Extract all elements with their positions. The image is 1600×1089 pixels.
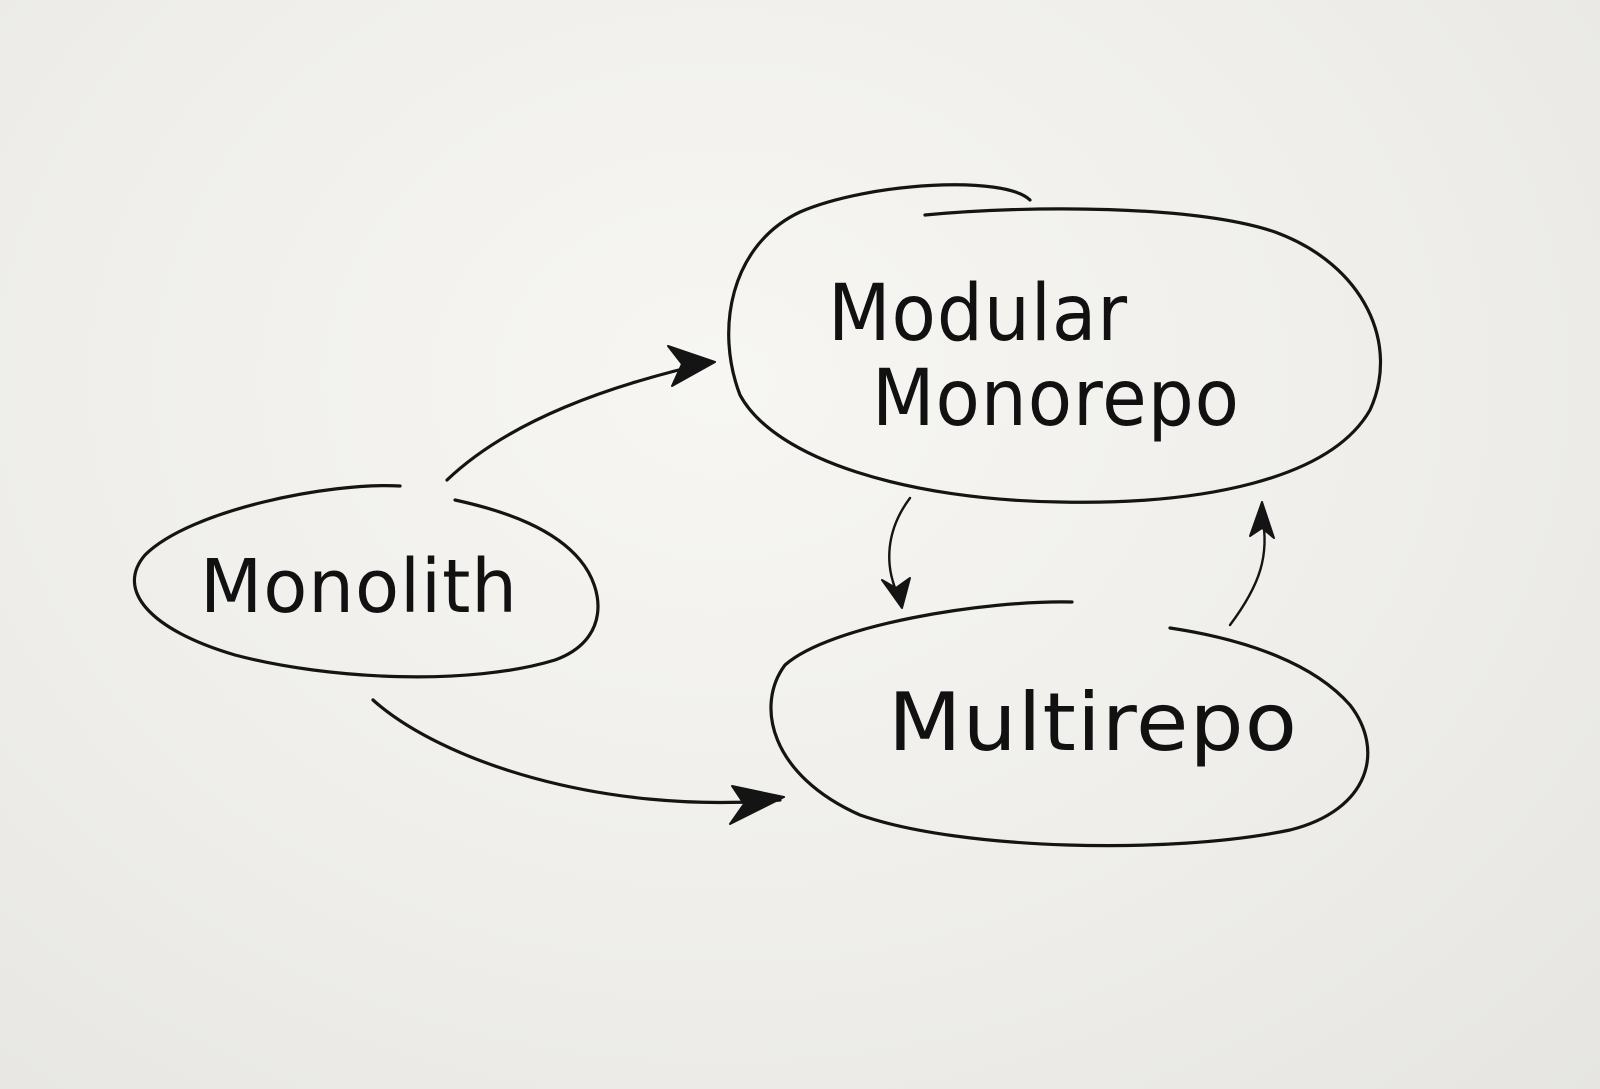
edge-multirepo-to-modular-monorepo [1228,501,1275,627]
edge-monolith-to-multirepo [371,698,785,825]
edge-monolith-to-modular-monorepo-line [445,360,714,482]
node-modular-monorepo-outline [727,183,1383,504]
edge-monolith-to-multirepo-arrowhead [729,785,785,825]
edge-modular-monorepo-to-multirepo-line [888,496,912,597]
node-modular-monorepo: Modular Monorepo [727,183,1383,504]
edge-modular-monorepo-to-multirepo-arrowhead [881,577,911,609]
edge-monolith-to-multirepo-line [371,698,782,805]
edge-multirepo-to-modular-monorepo-line [1228,513,1266,627]
node-monolith: Monolith [132,484,600,679]
edge-monolith-to-modular-monorepo [445,345,716,482]
node-multirepo: Multirepo [769,600,1370,848]
edge-multirepo-to-modular-monorepo-arrowhead [1249,501,1275,539]
edge-modular-monorepo-to-multirepo [881,496,912,609]
node-multirepo-outline [769,600,1370,848]
node-modular-monorepo-label-line1: Modular [828,269,1128,359]
node-monolith-label: Monolith [200,544,518,630]
node-modular-monorepo-label-line2: Monorepo [872,354,1240,444]
node-multirepo-label: Multirepo [888,676,1298,769]
node-monolith-outline [132,484,600,679]
edge-monolith-to-modular-monorepo-arrowhead [667,345,716,387]
